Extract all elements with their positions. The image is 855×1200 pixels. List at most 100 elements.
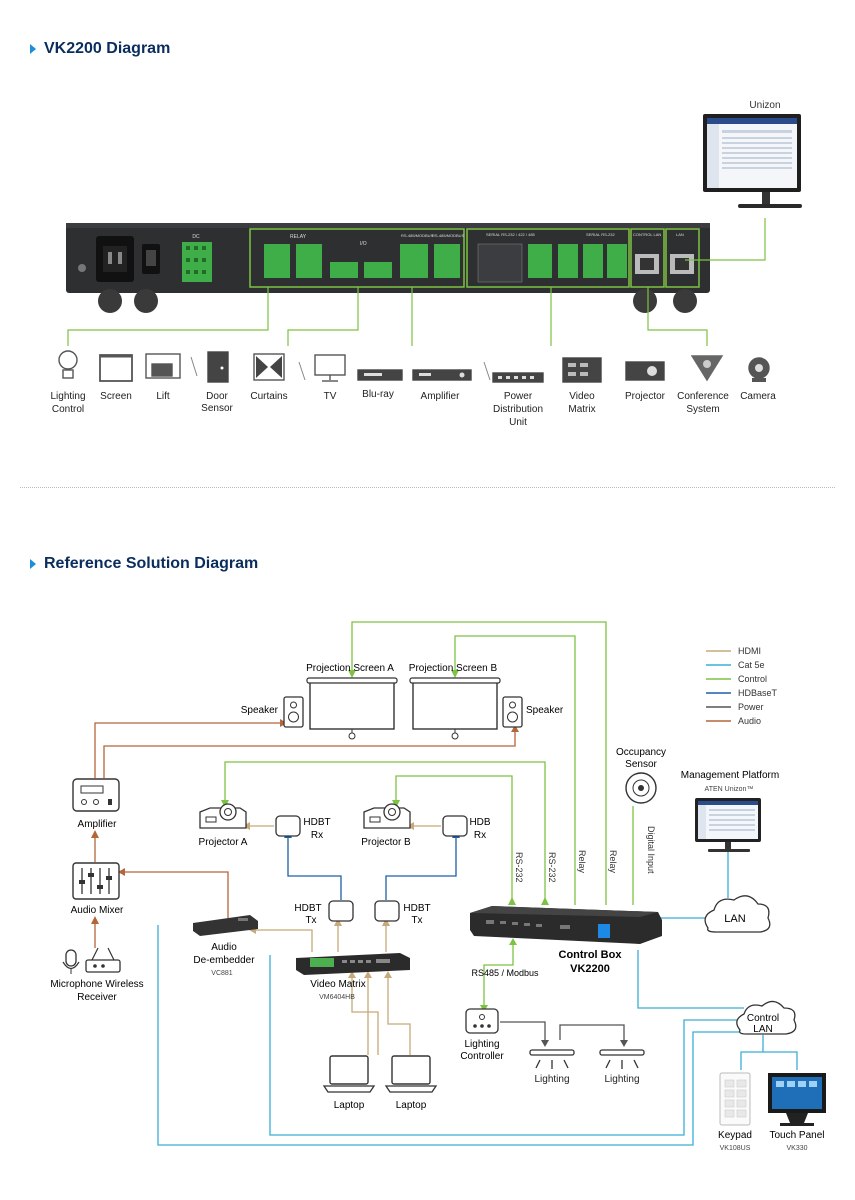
projector-icon <box>625 361 665 381</box>
lighting-2-label: Lighting <box>604 1074 639 1085</box>
bluray-icon <box>357 369 403 381</box>
laptop-2-label: Laptop <box>396 1100 427 1111</box>
audio-mixer-label: Audio Mixer <box>71 905 124 916</box>
device-label-projector: Projector <box>625 391 666 402</box>
occupancy-sensor: Occupancy Sensor <box>616 747 666 804</box>
hdbt-rx-a: HDBT Rx <box>275 815 331 841</box>
top-connector-lines <box>67 218 766 346</box>
mgmt-platform-sub: ATEN Unizon™ <box>705 786 754 793</box>
laptop-1: Laptop <box>322 1055 376 1111</box>
touch-panel-label: Touch Panel <box>769 1130 824 1141</box>
device-label-pdu-2: Distribution <box>493 404 543 415</box>
projector-b-label: Projector B <box>361 837 411 848</box>
hdbt-tx-a: HDBT Tx <box>294 900 354 926</box>
control-lan-label-2: LAN <box>753 1024 772 1035</box>
laptop-1-label: Laptop <box>334 1100 365 1111</box>
control-lan-cloud: Control LAN <box>736 1000 797 1035</box>
amplifier-icon <box>412 369 472 381</box>
device-label-bluray: Blu-ray <box>362 389 394 400</box>
device-label-lift: Lift <box>156 391 170 402</box>
camera-icon <box>748 357 770 382</box>
microphone-icon <box>65 949 77 967</box>
pdu-icon <box>492 372 544 383</box>
projector-a-label: Projector A <box>199 837 248 848</box>
device-label-tv: TV <box>324 391 337 402</box>
hdbt-rx-a-label-1: HDBT <box>303 817 330 828</box>
lighting-controller: Lighting Controller <box>460 1008 504 1062</box>
lightbulb-icon <box>58 350 78 379</box>
hdbt-rx-b-label-2: Rx <box>474 830 486 841</box>
vk2200-rack-unit: DC RELAY I/O RS-485/MODBUS RS-485/MODBUS… <box>66 223 710 313</box>
device-label-screen: Screen <box>100 391 132 402</box>
microphone-receiver: Microphone Wireless Receiver <box>50 947 144 1003</box>
control-box-label-1: Control Box <box>559 949 623 961</box>
device-label-matrix-2: Matrix <box>568 404 595 415</box>
projector-b-device: Projector B <box>361 803 411 848</box>
curtains-icon <box>253 353 285 381</box>
device-label-conference-1: Conference <box>677 391 729 402</box>
audio-de-embedder-device: Audio De-embedder VC881 <box>193 915 258 977</box>
audio-de-embedder-label-2: De-embedder <box>193 955 255 966</box>
section-divider <box>20 487 835 488</box>
lighting-fixture-1: Lighting <box>529 1049 575 1085</box>
hdbt-rx-a-label-2: Rx <box>311 830 323 841</box>
mgmt-platform-label: Management Platform <box>681 770 779 781</box>
occupancy-label-1: Occupancy <box>616 747 666 758</box>
control-lan-label-1: Control <box>747 1013 779 1024</box>
rs232-label-1: RS-232 <box>514 852 524 883</box>
device-labels: Lighting Control Screen Lift Door Sensor… <box>50 389 776 428</box>
vk2200-title-text: VK2200 Diagram <box>44 40 171 57</box>
projection-screen-b: Projection Screen B <box>409 663 501 740</box>
control-box-label-2: VK2200 <box>570 963 610 975</box>
device-label-lighting-2: Control <box>52 404 84 415</box>
device-label-conference-2: System <box>686 404 719 415</box>
digital-input-label: Digital Input <box>646 826 656 874</box>
legend-label-audio: Audio <box>738 716 761 726</box>
hdbt-tx-b: HDBT Tx <box>374 900 431 926</box>
lan-cloud-label: LAN <box>724 913 745 925</box>
legend-label-power: Power <box>738 702 764 712</box>
touch-panel-device: Touch Panel VK330 <box>768 1073 826 1152</box>
management-platform: Management Platform ATEN Unizon™ <box>681 770 779 852</box>
video-matrix-label: Video Matrix <box>310 979 365 990</box>
dc-label: DC <box>192 234 200 240</box>
touch-panel-model: VK330 <box>786 1145 807 1152</box>
device-label-amplifier: Amplifier <box>421 391 461 402</box>
hdbt-rx-b-label-1: HDB <box>469 817 490 828</box>
conference-icon <box>690 355 724 382</box>
laptop-2: Laptop <box>384 1055 438 1111</box>
audio-de-embedder-label-1: Audio <box>211 942 237 953</box>
control-box-vk2200: Control Box VK2200 <box>470 906 662 975</box>
legend: HDMI Cat 5e Control HDBaseT Power Audio <box>706 646 778 726</box>
projection-screen-a: Projection Screen A <box>306 663 398 740</box>
audio-de-embedder-model: VC881 <box>211 970 233 977</box>
hdbt-tx-a-label-2: Tx <box>305 915 316 926</box>
lighting-fixture-2: Lighting <box>599 1049 645 1085</box>
reference-section-title: Reference Solution Diagram <box>30 555 258 573</box>
device-label-door-2: Sensor <box>201 403 233 414</box>
audio-mixer-device: Audio Mixer <box>71 862 124 916</box>
keypad-model: VK108US <box>720 1145 751 1152</box>
hdbt-tx-a-label-1: HDBT <box>294 903 321 914</box>
speaker-left-label: Speaker <box>241 705 279 716</box>
unizon-monitor: Unizon <box>703 100 802 208</box>
device-label-curtains: Curtains <box>250 391 287 402</box>
hdbt-rx-b: HDB Rx <box>442 815 491 841</box>
projection-screen-b-label: Projection Screen B <box>409 663 498 674</box>
arrowheads <box>91 670 628 1047</box>
speaker-right-label: Speaker <box>526 705 564 716</box>
legend-label-hdmi: HDMI <box>738 646 761 656</box>
lift-icon <box>145 353 181 379</box>
legend-label-cat5e: Cat 5e <box>738 660 765 670</box>
io-label: I/O <box>360 241 367 247</box>
door-icon <box>207 351 229 383</box>
relay-label-1: Relay <box>577 850 587 874</box>
keypad-device: Keypad VK108US <box>718 1072 752 1152</box>
amplifier-label: Amplifier <box>78 819 118 830</box>
video-matrix-device: Video Matrix VM6404HB <box>296 953 410 1001</box>
legend-label-control: Control <box>738 674 767 684</box>
occupancy-label-2: Sensor <box>625 759 657 770</box>
lighting-controller-label-2: Controller <box>460 1051 504 1062</box>
rs485-label-1: RS-485/MODBUS <box>401 233 434 238</box>
